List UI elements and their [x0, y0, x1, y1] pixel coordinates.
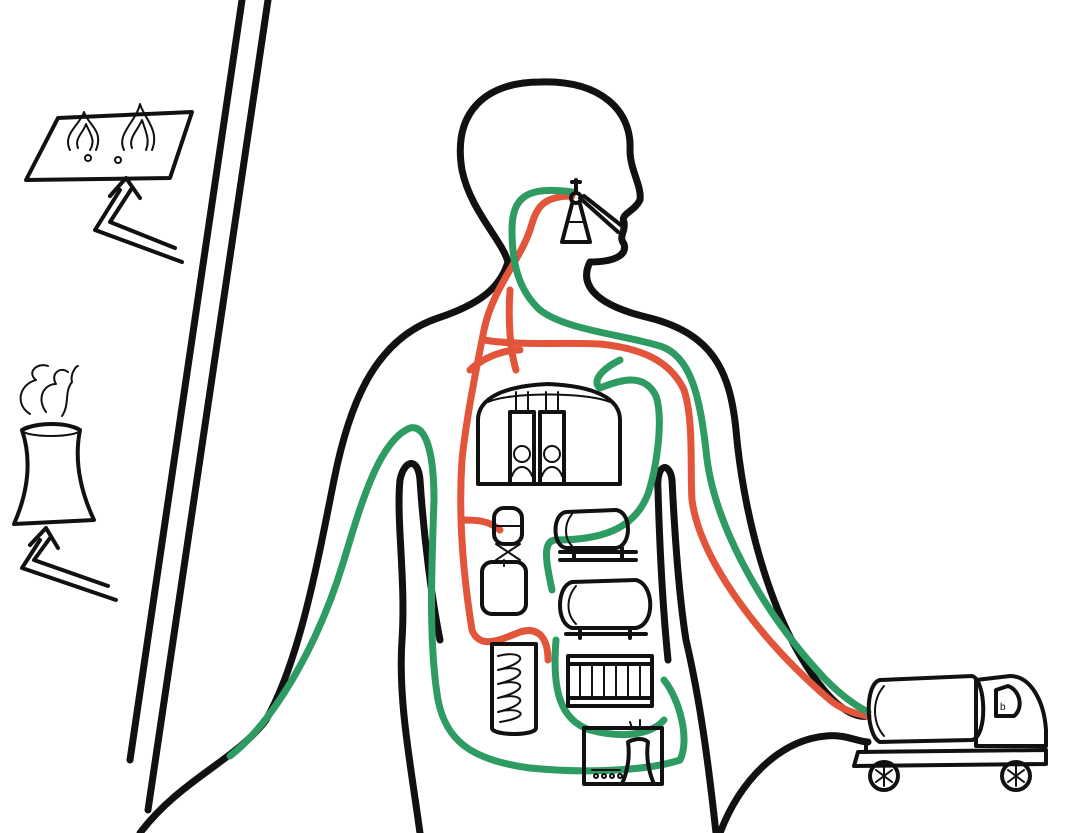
horizontal-tank-icon — [558, 578, 653, 640]
svg-text:b: b — [1000, 702, 1006, 713]
coil-heater-icon — [490, 642, 538, 736]
reactor-hall-icon — [476, 382, 622, 486]
green-pipe-inner-loop — [542, 356, 663, 594]
green-pipe-trunk — [508, 186, 872, 716]
branch-arrow-tower — [20, 526, 118, 602]
cooling-tower-icon — [12, 364, 96, 526]
red-pipe-branch-up — [466, 286, 524, 374]
power-plant-icon — [582, 719, 664, 786]
gas-stove-icon — [24, 103, 194, 182]
tanker-truck-icon: b — [852, 674, 1048, 792]
green-pipe-network — [226, 186, 872, 775]
red-pipe-left-return — [458, 516, 504, 534]
oxygen-mast-icon — [560, 178, 624, 244]
human-silhouette — [136, 78, 872, 833]
red-pipe-crossover — [480, 336, 872, 720]
radiator-icon — [566, 654, 654, 708]
horizontal-tank-icon — [553, 508, 638, 562]
main-pipeline — [126, 0, 272, 814]
vertical-column-icon — [480, 506, 528, 616]
red-pipe-network — [457, 192, 872, 720]
branch-arrow-stove — [93, 176, 184, 264]
green-pipe-left-arm — [226, 424, 688, 775]
red-pipe-main — [457, 192, 576, 664]
